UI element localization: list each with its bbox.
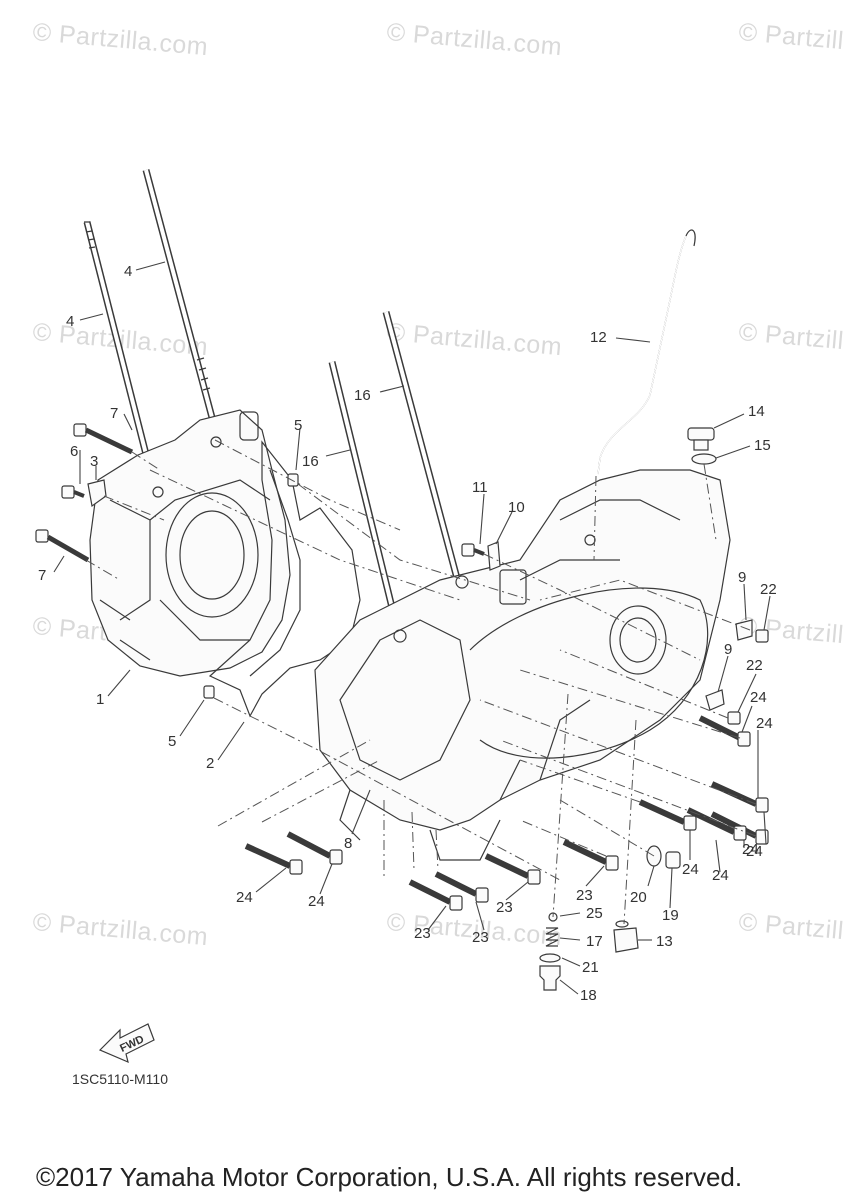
callout-20: 20 [630, 889, 647, 906]
stud-long-4b [142, 169, 222, 441]
callout-23: 23 [576, 887, 593, 904]
callout-15: 15 [754, 437, 771, 454]
bolts-bottom-group [244, 831, 619, 911]
bolt-7a [73, 423, 134, 455]
callout-19: 19 [662, 907, 679, 924]
callout-5: 5 [168, 733, 176, 750]
bracket-10 [487, 541, 501, 571]
callout-7: 7 [38, 567, 46, 584]
callout-25: 25 [586, 905, 603, 922]
callout-4: 4 [66, 313, 74, 330]
bolt-22a [755, 629, 769, 643]
diagram-code: 1SC5110-M110 [72, 1071, 168, 1087]
callout-2: 2 [206, 755, 214, 772]
callout-17: 17 [586, 933, 603, 950]
leader-lines [53, 261, 771, 995]
assembly-lines [85, 439, 757, 925]
bolt-6 [61, 485, 85, 499]
callout-10: 10 [508, 499, 525, 516]
stud-16a [328, 361, 402, 633]
o-ring-15 [691, 453, 717, 465]
callout-24: 24 [750, 689, 767, 706]
callout-24: 24 [308, 893, 325, 910]
plate-9a [735, 619, 753, 641]
callout-21: 21 [582, 959, 599, 976]
callout-16: 16 [354, 387, 371, 404]
oil-filler-cap [687, 427, 715, 451]
callout-8: 8 [344, 835, 352, 852]
callout-7: 7 [110, 405, 118, 422]
copyright-notice: ©2017 Yamaha Motor Corporation, U.S.A. A… [36, 1162, 743, 1192]
plate-9b [705, 689, 725, 711]
callout-24: 24 [682, 861, 699, 878]
o-ring-13 [615, 920, 629, 928]
callout-9: 9 [724, 641, 732, 658]
callout-5: 5 [294, 417, 302, 434]
bolt-24-right-group [638, 715, 769, 845]
callout-16: 16 [302, 453, 319, 470]
callout-24: 24 [742, 841, 759, 858]
callout-12: 12 [590, 329, 607, 346]
callout-11: 11 [472, 479, 488, 496]
crankcase-left [89, 409, 291, 677]
callout-18: 18 [580, 987, 597, 1004]
callout-24: 24 [756, 715, 773, 732]
callout-23: 23 [414, 925, 431, 942]
callout-14: 14 [748, 403, 765, 420]
callout-3: 3 [90, 453, 98, 470]
clamp-3 [87, 479, 107, 508]
dowel-pin-5b [203, 685, 215, 699]
stud-long-4a [83, 221, 154, 471]
gasket-21 [539, 953, 561, 963]
callout-22: 22 [746, 657, 763, 674]
spring-17 [545, 927, 559, 947]
plug-19 [665, 851, 681, 869]
drain-plug-18 [539, 965, 561, 991]
bolt-22b [727, 711, 741, 725]
callouts: 4 4 7 6 3 7 1 5 2 5 16 16 8 11 10 12 14 … [38, 263, 777, 1004]
bolt-7b [35, 529, 90, 563]
bolt-11 [461, 543, 485, 557]
callout-24: 24 [236, 889, 253, 906]
callout-9: 9 [738, 569, 746, 586]
callout-4: 4 [124, 263, 132, 280]
cover-13 [613, 927, 639, 953]
callout-23: 23 [472, 929, 489, 946]
callout-24: 24 [712, 867, 729, 884]
crankcase-right [314, 469, 731, 861]
dowel-pin-5a [287, 473, 299, 487]
callout-13: 13 [656, 933, 673, 950]
stud-16b [382, 311, 462, 583]
fwd-arrow-icon: FWD [98, 1023, 155, 1064]
callout-22: 22 [760, 581, 777, 598]
callout-24: 24 [746, 843, 763, 860]
gasket [208, 440, 361, 718]
callout-6: 6 [70, 443, 78, 460]
callout-23: 23 [496, 899, 513, 916]
callout-1: 1 [96, 691, 104, 708]
